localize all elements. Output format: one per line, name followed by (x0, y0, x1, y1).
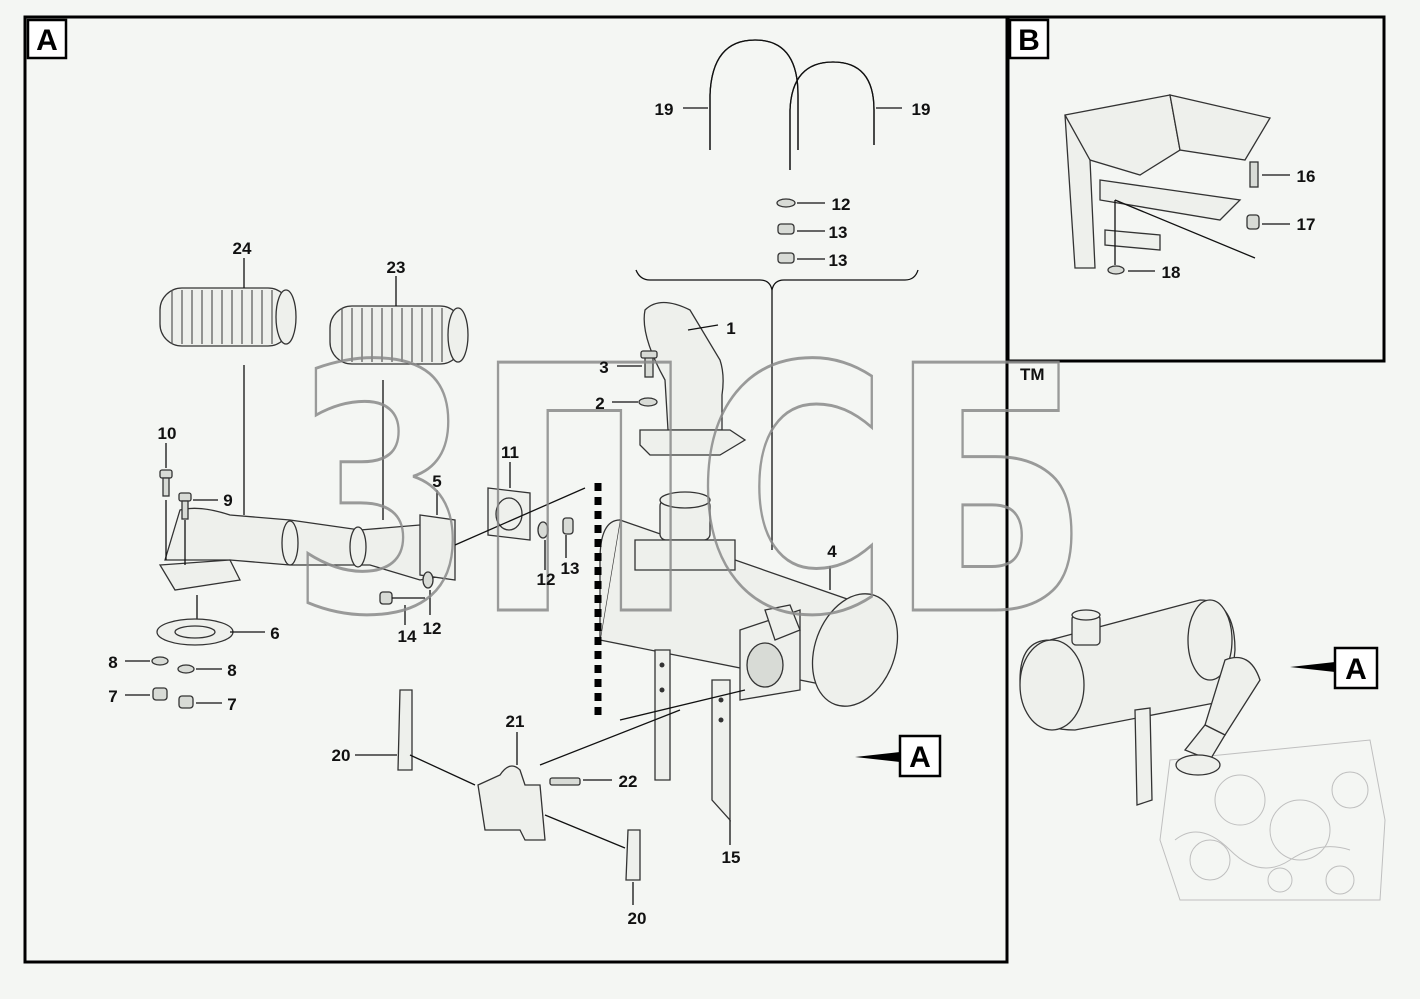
callout-16: 16 (1297, 167, 1316, 186)
callout-6: 6 (270, 624, 279, 643)
panel-b-tag-box (1008, 18, 1050, 60)
nut-top-2 (777, 252, 795, 264)
panel-b-tag: B (1018, 24, 1040, 57)
callout-9: 9 (223, 491, 232, 510)
group-brace (635, 269, 919, 291)
callout-5: 5 (432, 472, 441, 491)
washer-2 (638, 397, 658, 407)
callout-4: 4 (827, 542, 837, 561)
ref-a-inset-box (1333, 646, 1379, 690)
callout-19: 19 (912, 100, 931, 119)
ref-a-inset: A (1345, 653, 1367, 686)
u-bolt-right (789, 61, 875, 170)
strap-20-upper (397, 689, 413, 771)
bracket-21 (477, 765, 546, 841)
strap-20-lower (625, 829, 641, 881)
washer-18 (1107, 265, 1125, 275)
washer-12-side (537, 521, 549, 539)
callout-2: 2 (595, 394, 604, 413)
watermark-logo: 3ПСБ (290, 295, 1090, 691)
callout-7: 7 (108, 687, 117, 706)
callout-13: 13 (829, 251, 848, 270)
callout-12: 12 (832, 195, 851, 214)
callout-22: 22 (619, 772, 638, 791)
watermark-tm: TM (1020, 365, 1045, 384)
callout-15: 15 (722, 848, 741, 867)
nut-7b (178, 695, 194, 709)
callout-19: 19 (655, 100, 674, 119)
washer-12-lower (422, 571, 434, 589)
panel-a-frame (23, 15, 1009, 964)
callout-21: 21 (506, 712, 525, 731)
callout-17: 17 (1297, 215, 1316, 234)
nut-13-side (562, 517, 574, 535)
view-a-arrow-inset (1290, 662, 1335, 672)
clamp-5 (419, 514, 456, 581)
elbow-base-flange (158, 559, 241, 591)
exhaust-stack-pipe (643, 301, 724, 431)
muffler-end-cap (811, 593, 899, 707)
bolt-9 (178, 492, 192, 502)
nut-top-1 (777, 223, 795, 235)
spacer-17 (1246, 214, 1260, 230)
callout-23: 23 (387, 258, 406, 277)
washer-top (776, 198, 796, 208)
callout-24: 24 (233, 239, 252, 258)
panel-b-frame (1006, 15, 1386, 363)
callouts: 19 19 12 13 13 1 3 2 4 5 11 24 23 10 9 1… (108, 100, 1315, 928)
callout-7: 7 (227, 695, 236, 714)
u-bolt-left (709, 39, 799, 150)
muffler-saddle (634, 539, 736, 571)
callout-1: 1 (726, 319, 735, 338)
callout-12: 12 (537, 570, 556, 589)
callout-13: 13 (561, 559, 580, 578)
callout-10: 10 (158, 424, 177, 443)
callout-14: 14 (398, 627, 417, 646)
leader-lines-b (1128, 174, 1290, 272)
ref-a-main: A (909, 741, 931, 774)
panel-a-tag-box (26, 18, 68, 60)
ref-a-main-box (898, 734, 942, 778)
bolt-22 (549, 777, 581, 786)
callout-20: 20 (628, 909, 647, 928)
panel-a-tag: A (36, 24, 58, 57)
callout-11: 11 (501, 443, 519, 462)
callout-20: 20 (332, 746, 351, 765)
bolt-10 (159, 469, 173, 479)
callout-13: 13 (829, 223, 848, 242)
mount-bracket-15a (654, 649, 671, 781)
callout-12: 12 (423, 619, 442, 638)
washer-8a (151, 656, 169, 666)
leader-lines-a (125, 107, 902, 905)
callout-8: 8 (108, 653, 117, 672)
view-a-arrow-main (855, 752, 900, 762)
nut-7a (152, 687, 168, 701)
callout-18: 18 (1162, 263, 1181, 282)
bolt-16 (1249, 161, 1259, 188)
callout-3: 3 (599, 358, 608, 377)
stack-flange (639, 429, 747, 456)
washer-8b (177, 664, 195, 674)
bellows-24 (159, 287, 297, 347)
inset-assembly (1019, 599, 1386, 901)
bracket-assembly-b (1064, 94, 1272, 269)
bellows-23 (329, 305, 469, 365)
callout-8: 8 (227, 661, 236, 680)
